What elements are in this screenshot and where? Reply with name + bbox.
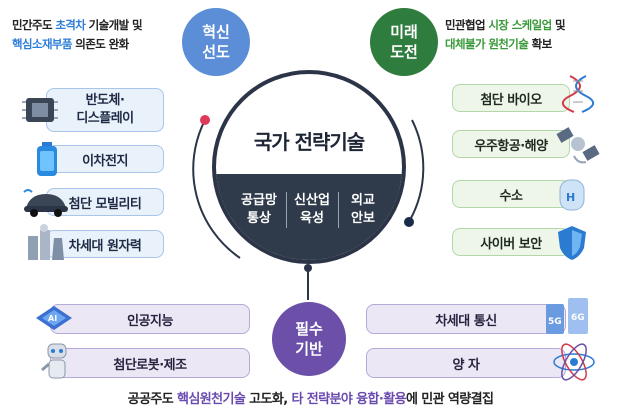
svg-text:6G: 6G <box>571 313 585 323</box>
future-item-aerospace: 우주항공·해양 <box>452 130 570 158</box>
essential-item-telecom: 차세대 통신 <box>366 304 566 334</box>
center-title: 국가 전략기술 <box>253 130 365 154</box>
ai-chip-icon: AI <box>36 306 72 330</box>
future-item-bio: 첨단 바이오 <box>452 84 570 112</box>
svg-text:5G: 5G <box>548 317 562 327</box>
bottom-dot <box>304 264 312 272</box>
center-item-supply: 공급망 통상 <box>241 193 277 226</box>
right-arc <box>409 119 425 221</box>
satellite-icon <box>556 127 600 164</box>
nuclear-plant-icon <box>28 224 64 260</box>
essential-item-quantum: 양 자 <box>366 348 566 378</box>
future-description: 민관협업 시장 스케일업 및 대체불가 원천기술 확보 <box>445 18 566 51</box>
future-circle: 미래 도전 <box>370 8 438 76</box>
innovation-item-semiconductor: 반도체· 디스플레이 <box>46 88 164 132</box>
essential-item-robot: 첨단로봇·제조 <box>50 348 250 378</box>
car-icon <box>23 189 68 217</box>
battery-icon <box>37 142 57 176</box>
dna-icon <box>562 75 594 113</box>
center-item-diplomacy: 외교 안보 <box>351 193 375 226</box>
innovation-description: 민간주도 초격차 기술개발 및 핵심소재부품 의존도 완화 <box>12 18 143 51</box>
center-divider-1 <box>286 192 287 228</box>
center-divider-2 <box>338 192 339 228</box>
center-bottom: 공급망 통상 신산업 육성 외교 안보 <box>216 174 402 260</box>
essential-circle: 필수 기반 <box>272 302 346 376</box>
innovation-circle: 혁신 선도 <box>182 8 250 76</box>
robot-icon <box>41 343 67 379</box>
innovation-item-battery: 이차전지 <box>46 145 164 173</box>
hydrogen-tank-icon: H <box>559 179 585 211</box>
innovation-item-nuclear: 차세대 원자력 <box>46 230 164 258</box>
future-item-cyber: 사이버 보안 <box>452 228 570 256</box>
svg-text:AI: AI <box>48 314 57 323</box>
chip-icon <box>22 98 58 122</box>
shield-icon <box>558 226 586 260</box>
footer-caption: 공공주도 핵심원천기술 고도화, 타 전략분야 융합·활용에 민관 역량결집 <box>127 392 494 407</box>
5g6g-icon: 5G 6G <box>546 298 588 334</box>
future-item-hydrogen: 수소 <box>452 180 570 208</box>
right-dot <box>404 217 414 227</box>
center-circle: 국가 전략기술 공급망 통상 신산업 육성 외교 안보 <box>212 70 406 264</box>
center-item-industry: 신산업 육성 <box>294 193 330 226</box>
svg-text:H: H <box>566 191 575 204</box>
atom-icon <box>553 343 595 381</box>
essential-item-ai: 인공지능 <box>50 304 250 334</box>
left-dot <box>200 115 210 125</box>
